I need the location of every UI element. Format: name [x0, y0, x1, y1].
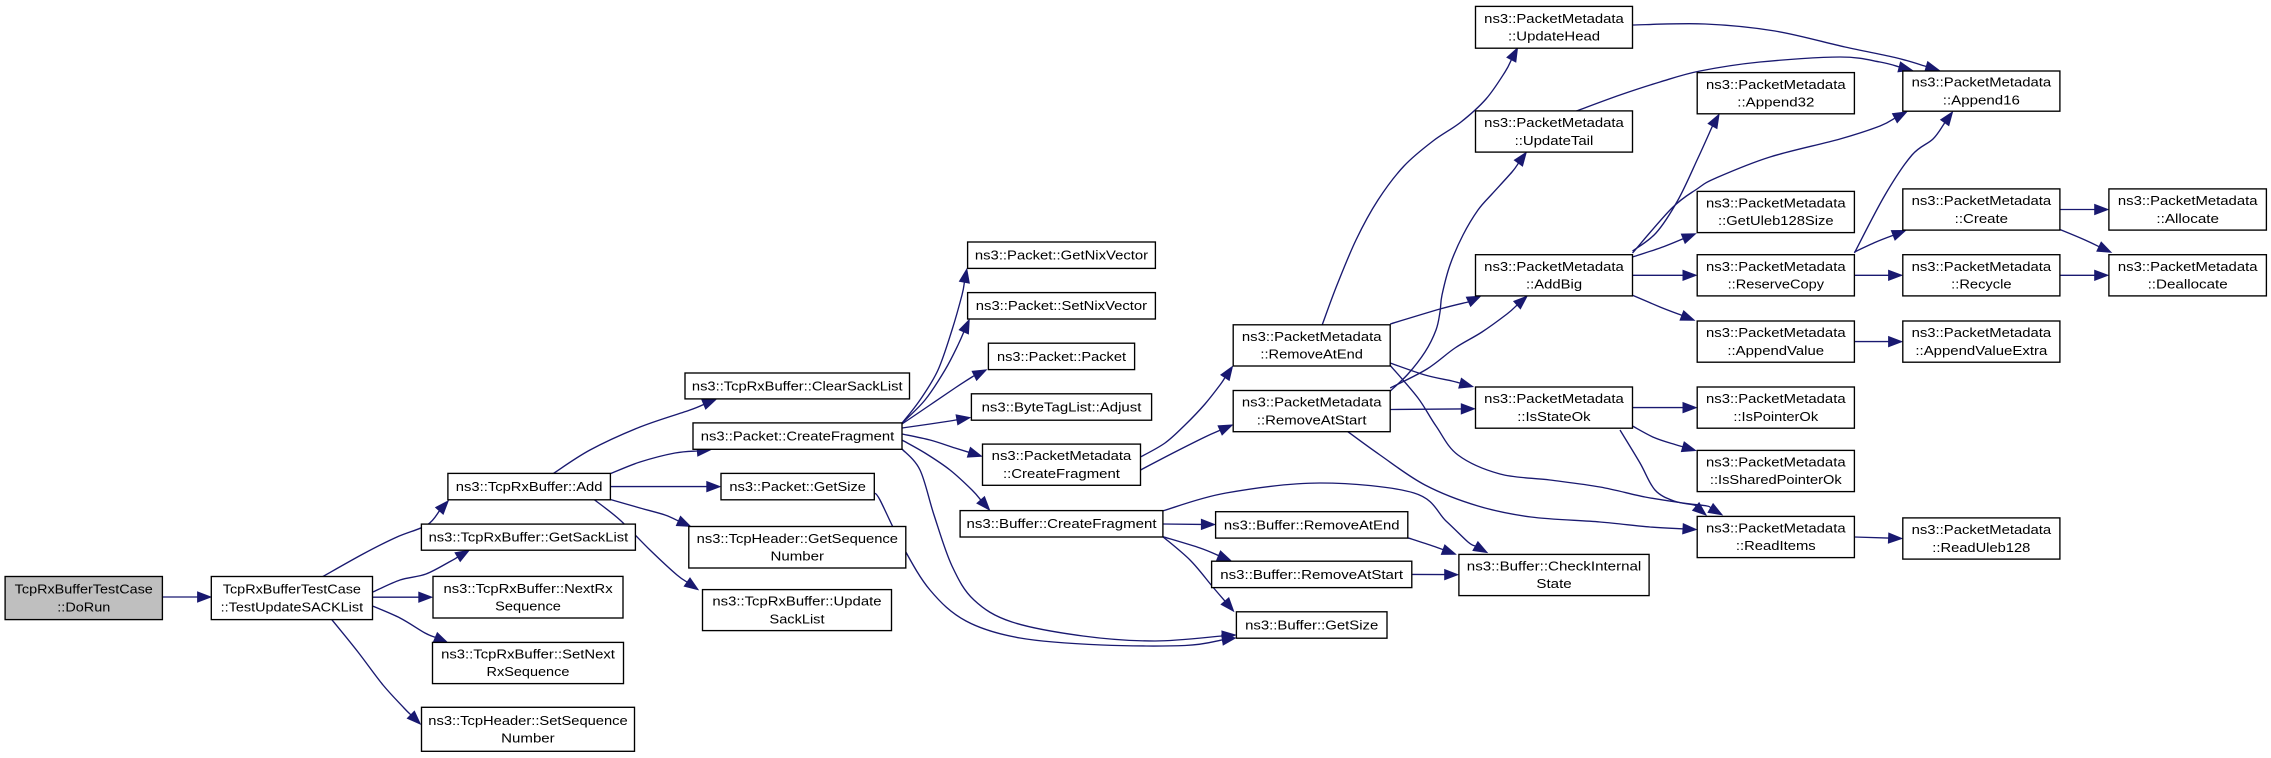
- svg-text:State: State: [1536, 576, 1571, 591]
- svg-text:ns3::PacketMetadata: ns3::PacketMetadata: [1706, 196, 1846, 211]
- svg-text:ns3::Buffer::CheckInternal: ns3::Buffer::CheckInternal: [1467, 559, 1642, 574]
- svg-text:ns3::PacketMetadata: ns3::PacketMetadata: [1706, 391, 1846, 406]
- svg-text:::Recycle: ::Recycle: [1951, 277, 2011, 292]
- svg-text:::IsPointerOk: ::IsPointerOk: [1733, 409, 1818, 424]
- svg-text:RxSequence: RxSequence: [487, 664, 570, 679]
- svg-text:ns3::ByteTagList::Adjust: ns3::ByteTagList::Adjust: [982, 399, 1142, 414]
- svg-text:ns3::PacketMetadata: ns3::PacketMetadata: [1912, 325, 2052, 340]
- svg-text:::ReadUleb128: ::ReadUleb128: [1932, 540, 2030, 555]
- svg-text:ns3::PacketMetadata: ns3::PacketMetadata: [1706, 259, 1846, 274]
- svg-text:ns3::PacketMetadata: ns3::PacketMetadata: [1484, 11, 1624, 26]
- svg-text:::GetUleb128Size: ::GetUleb128Size: [1718, 213, 1834, 228]
- svg-text:::UpdateHead: ::UpdateHead: [1508, 29, 1600, 44]
- svg-text:Number: Number: [501, 731, 555, 746]
- svg-text:ns3::TcpHeader::GetSequence: ns3::TcpHeader::GetSequence: [697, 531, 898, 546]
- svg-text:ns3::TcpRxBuffer::NextRx: ns3::TcpRxBuffer::NextRx: [444, 581, 613, 596]
- svg-text:ns3::Packet::Packet: ns3::Packet::Packet: [997, 349, 1126, 364]
- svg-text:TcpRxBufferTestCase: TcpRxBufferTestCase: [223, 582, 361, 597]
- svg-text:ns3::Packet::GetNixVector: ns3::Packet::GetNixVector: [975, 248, 1149, 263]
- svg-text:::Append32: ::Append32: [1737, 95, 1814, 110]
- svg-text:::RemoveAtStart: ::RemoveAtStart: [1257, 412, 1367, 427]
- svg-text:::Allocate: ::Allocate: [2156, 211, 2219, 226]
- svg-text:::TestUpdateSACKList: ::TestUpdateSACKList: [221, 599, 364, 614]
- svg-text:::IsStateOk: ::IsStateOk: [1517, 409, 1591, 424]
- svg-text:ns3::PacketMetadata: ns3::PacketMetadata: [1242, 395, 1382, 410]
- svg-text:ns3::PacketMetadata: ns3::PacketMetadata: [1484, 115, 1624, 130]
- svg-text:Number: Number: [771, 549, 825, 564]
- svg-text:::AppendValue: ::AppendValue: [1727, 343, 1824, 358]
- svg-text:::CreateFragment: ::CreateFragment: [1003, 466, 1120, 481]
- svg-text:ns3::PacketMetadata: ns3::PacketMetadata: [992, 448, 1132, 463]
- svg-text:ns3::Packet::GetSize: ns3::Packet::GetSize: [729, 479, 866, 494]
- svg-text:ns3::PacketMetadata: ns3::PacketMetadata: [1706, 325, 1846, 340]
- svg-text:ns3::TcpRxBuffer::Update: ns3::TcpRxBuffer::Update: [712, 594, 881, 609]
- svg-text:::Append16: ::Append16: [1943, 92, 2020, 107]
- svg-text:ns3::TcpRxBuffer::Add: ns3::TcpRxBuffer::Add: [456, 479, 603, 494]
- svg-text:::AddBig: ::AddBig: [1526, 277, 1582, 292]
- svg-text:::DoRun: ::DoRun: [57, 599, 110, 614]
- svg-text:ns3::Packet::CreateFragment: ns3::Packet::CreateFragment: [701, 429, 895, 444]
- svg-text:ns3::PacketMetadata: ns3::PacketMetadata: [1484, 259, 1624, 274]
- svg-text:ns3::PacketMetadata: ns3::PacketMetadata: [2118, 259, 2258, 274]
- svg-text:TcpRxBufferTestCase: TcpRxBufferTestCase: [15, 582, 153, 597]
- svg-text:ns3::TcpRxBuffer::ClearSackLis: ns3::TcpRxBuffer::ClearSackList: [692, 378, 903, 393]
- svg-text:ns3::PacketMetadata: ns3::PacketMetadata: [1706, 77, 1846, 92]
- svg-text:ns3::Buffer::GetSize: ns3::Buffer::GetSize: [1245, 617, 1378, 632]
- svg-text:ns3::TcpHeader::SetSequence: ns3::TcpHeader::SetSequence: [428, 713, 627, 728]
- svg-text:SackList: SackList: [770, 611, 825, 626]
- svg-text:ns3::PacketMetadata: ns3::PacketMetadata: [1912, 259, 2052, 274]
- svg-text:ns3::PacketMetadata: ns3::PacketMetadata: [1484, 391, 1624, 406]
- svg-text:ns3::PacketMetadata: ns3::PacketMetadata: [1912, 193, 2052, 208]
- svg-text:ns3::Buffer::RemoveAtStart: ns3::Buffer::RemoveAtStart: [1220, 567, 1403, 582]
- svg-text:ns3::Buffer::RemoveAtEnd: ns3::Buffer::RemoveAtEnd: [1224, 517, 1400, 532]
- svg-text:::UpdateTail: ::UpdateTail: [1515, 133, 1594, 148]
- svg-text:::IsSharedPointerOk: ::IsSharedPointerOk: [1710, 472, 1842, 487]
- svg-text:::ReserveCopy: ::ReserveCopy: [1728, 277, 1825, 292]
- svg-text:ns3::Packet::SetNixVector: ns3::Packet::SetNixVector: [976, 298, 1148, 313]
- svg-text:ns3::PacketMetadata: ns3::PacketMetadata: [1242, 329, 1382, 344]
- svg-text:::AppendValueExtra: ::AppendValueExtra: [1915, 343, 2048, 358]
- svg-text:::Create: ::Create: [1955, 211, 2008, 226]
- svg-text:ns3::TcpRxBuffer::SetNext: ns3::TcpRxBuffer::SetNext: [441, 647, 615, 662]
- svg-text:::Deallocate: ::Deallocate: [2148, 277, 2228, 292]
- svg-text:ns3::Buffer::CreateFragment: ns3::Buffer::CreateFragment: [967, 516, 1157, 531]
- svg-text:ns3::PacketMetadata: ns3::PacketMetadata: [2118, 193, 2258, 208]
- svg-text:ns3::TcpRxBuffer::GetSackList: ns3::TcpRxBuffer::GetSackList: [429, 530, 629, 545]
- svg-text:::RemoveAtEnd: ::RemoveAtEnd: [1260, 347, 1363, 362]
- svg-text:::ReadItems: ::ReadItems: [1736, 538, 1816, 553]
- svg-text:ns3::PacketMetadata: ns3::PacketMetadata: [1706, 455, 1846, 470]
- svg-text:ns3::PacketMetadata: ns3::PacketMetadata: [1912, 522, 2052, 537]
- svg-text:ns3::PacketMetadata: ns3::PacketMetadata: [1912, 75, 2052, 90]
- svg-text:Sequence: Sequence: [495, 599, 561, 614]
- svg-text:ns3::PacketMetadata: ns3::PacketMetadata: [1706, 521, 1846, 536]
